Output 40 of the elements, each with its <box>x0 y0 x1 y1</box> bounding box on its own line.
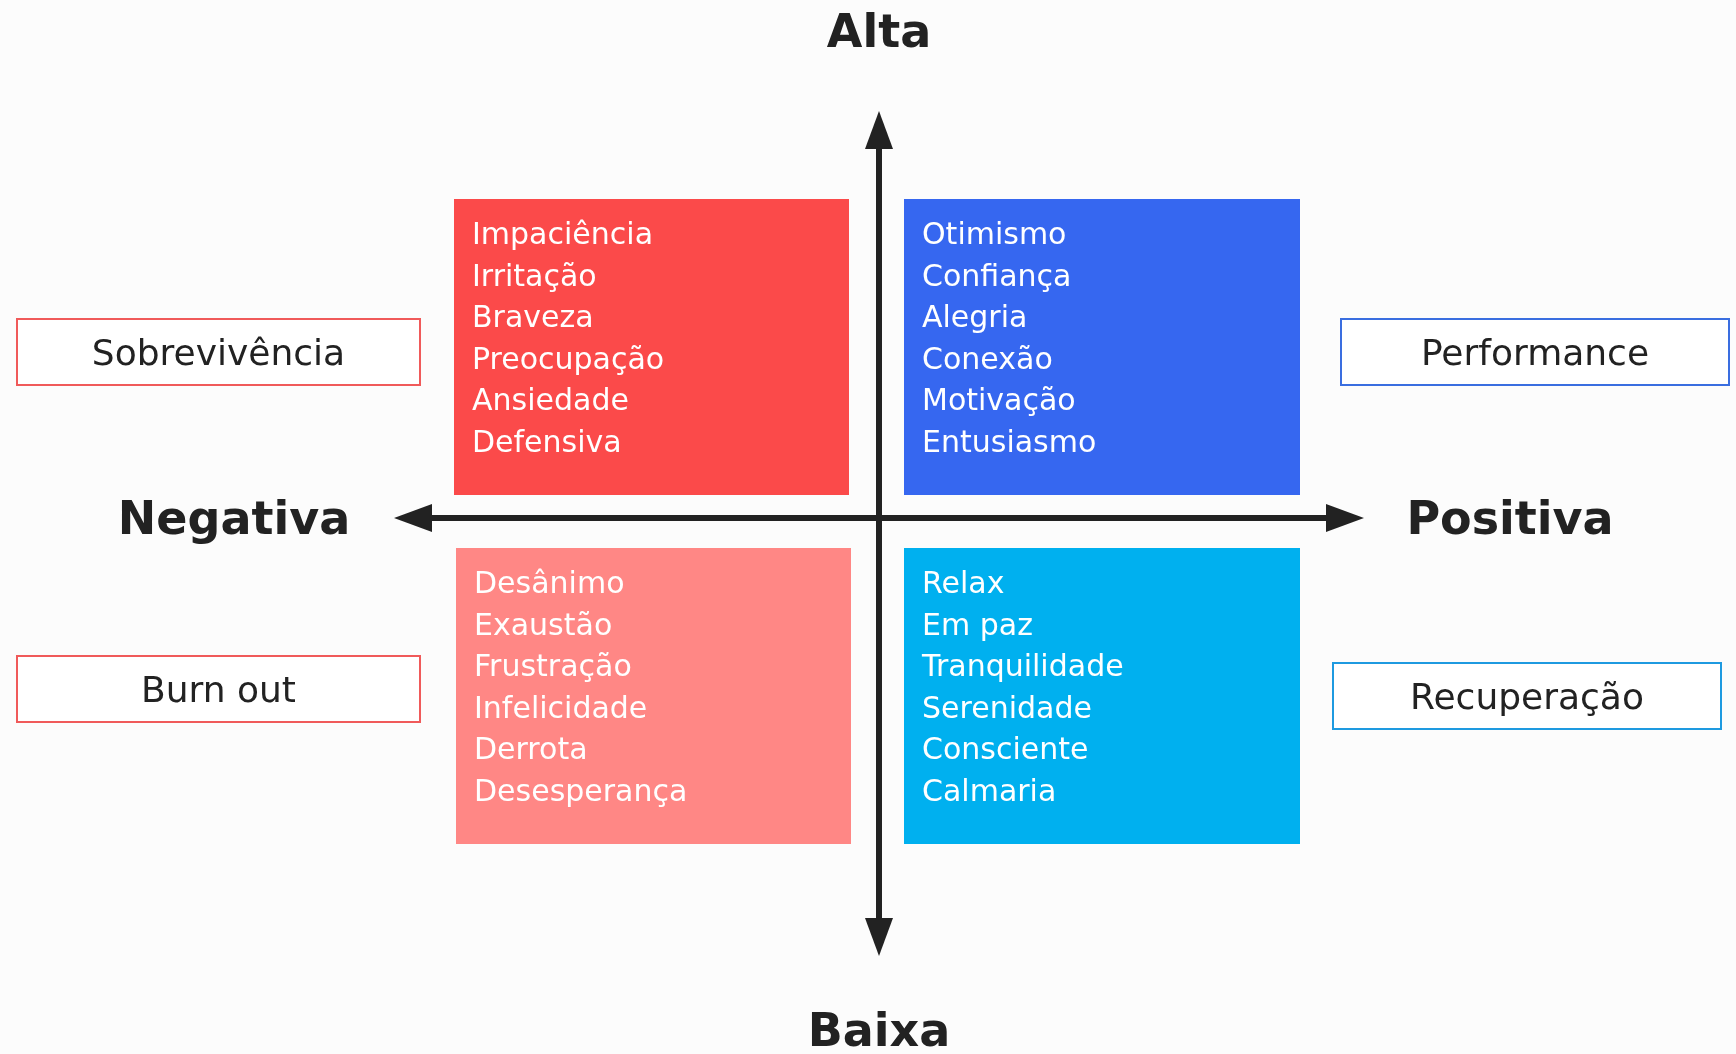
list-item: Calmaria <box>922 771 1057 810</box>
quadrant-box <box>904 199 1300 495</box>
quadrant-box <box>904 548 1300 844</box>
list-item: Serenidade <box>922 688 1092 727</box>
category-box <box>1332 662 1722 730</box>
axis-label: Positiva <box>1406 491 1614 545</box>
list-item: Braveza <box>472 298 594 336</box>
list-item: Impaciência <box>472 215 653 253</box>
list-item: Otimismo <box>922 215 1067 253</box>
category-label: Performance <box>1420 331 1650 373</box>
list-item: Desânimo <box>474 564 625 602</box>
axis-label: Alta <box>826 4 932 58</box>
list-item: Derrota <box>474 730 588 768</box>
list-item: Conexão <box>922 339 1053 378</box>
list-item: Entusiasmo <box>922 422 1097 461</box>
list-item: Infelicidade <box>474 688 648 727</box>
axis-label: Baixa <box>807 1003 951 1054</box>
list-item: Tranquilidade <box>922 647 1124 685</box>
category-label: Sobrevivência <box>91 331 346 373</box>
axis-label: Negativa <box>117 491 351 545</box>
quadrant-box <box>456 548 851 844</box>
list-item: Exaustão <box>474 605 613 644</box>
category-box <box>1340 318 1730 386</box>
list-item: Em paz <box>922 605 1033 644</box>
category-label: Burn out <box>141 668 296 710</box>
list-item: Confiança <box>922 256 1072 295</box>
category-box <box>16 318 421 386</box>
list-item: Preocupação <box>472 339 665 378</box>
category-label: Recuperação <box>1410 675 1644 717</box>
list-item: Relax <box>922 564 1005 602</box>
list-item: Defensiva <box>472 422 622 461</box>
list-item: Irritação <box>472 256 597 295</box>
list-item: Consciente <box>922 730 1089 768</box>
category-box <box>16 655 421 723</box>
list-item: Motivação <box>922 381 1076 419</box>
list-item: Desesperança <box>474 771 688 810</box>
list-item: Alegria <box>922 298 1028 336</box>
list-item: Ansiedade <box>472 381 629 419</box>
list-item: Frustração <box>474 647 632 685</box>
quadrant-box <box>454 199 849 495</box>
